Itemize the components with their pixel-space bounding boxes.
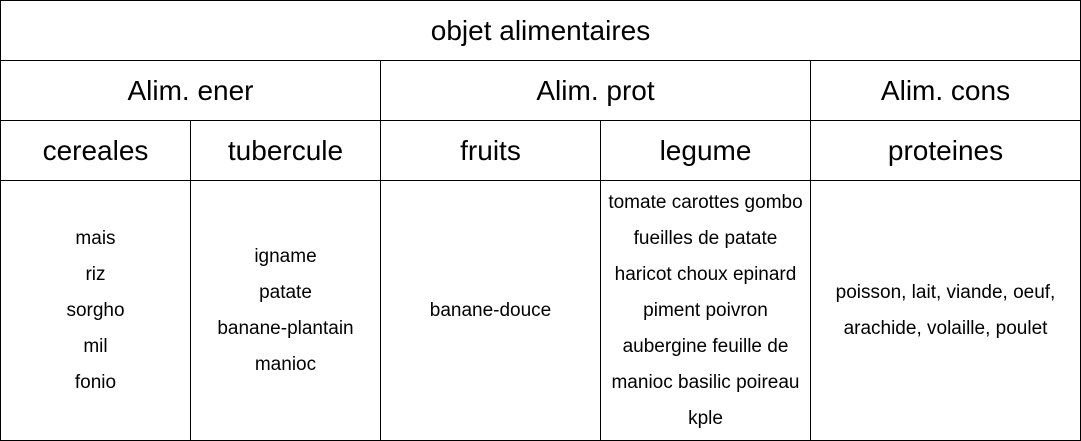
list-item: manioc [254,353,317,375]
group-header-protein: Alim. prot [380,60,811,121]
list-item: patate [259,281,312,303]
subheader-tubercule: tubercule [190,120,381,181]
subheader-proteines: proteines [810,120,1081,181]
subheader-proteines-label: proteines [887,134,1004,166]
group-header-energy-label: Alim. ener [127,74,254,106]
list-item: poisson, lait, viande, oeuf, [835,281,1056,303]
subheader-fruits: fruits [380,120,601,181]
subheader-fruits-label: fruits [460,134,521,166]
group-header-energy: Alim. ener [0,60,381,121]
fruits-list: banane-douce [430,293,552,329]
proteines-list: poisson, lait, viande, oeuf, arachide, v… [836,275,1056,347]
list-item: fueilles de patate [633,227,778,249]
cell-proteines: poisson, lait, viande, oeuf, arachide, v… [810,180,1081,441]
list-item: haricot choux epinard [614,263,797,285]
list-item: tomate carottes gombo [608,191,803,213]
subheader-cereales-label: cereales [42,134,149,166]
subheader-legume-label: legume [659,134,752,166]
cell-legume: tomate carottes gombo fueilles de patate… [600,180,811,441]
list-item: igname [254,245,317,267]
cell-tubercule: igname patate banane-plantain manioc [190,180,381,441]
group-header-construction: Alim. cons [810,60,1081,121]
tubercule-list: igname patate banane-plantain manioc [217,239,353,383]
list-item: sorgho [66,299,125,321]
list-item: piment poivron [643,299,768,321]
list-item: kple [688,407,723,429]
cell-cereales: mais riz sorgho mil fonio [0,180,191,441]
list-item: mais [75,227,116,249]
table-title: objet alimentaires [0,0,1081,61]
subheader-tubercule-label: tubercule [227,134,344,166]
list-item: banane-douce [429,299,552,321]
list-item: fonio [74,371,117,393]
list-item: riz [85,263,106,285]
list-item: manioc basilic poireau [611,371,800,393]
list-item: arachide, volaille, poulet [843,317,1048,339]
group-header-protein-label: Alim. prot [536,74,655,106]
list-item: banane-plantain [217,317,354,339]
subheader-legume: legume [600,120,811,181]
subheader-cereales: cereales [0,120,191,181]
table-title-text: objet alimentaires [430,14,651,46]
cereales-list: mais riz sorgho mil fonio [66,221,124,401]
list-item: mil [83,335,108,357]
legume-list: tomate carottes gombo fueilles de patate… [608,185,802,437]
list-item: aubergine feuille de [622,335,789,357]
group-header-construction-label: Alim. cons [880,74,1011,106]
cell-fruits: banane-douce [380,180,601,441]
